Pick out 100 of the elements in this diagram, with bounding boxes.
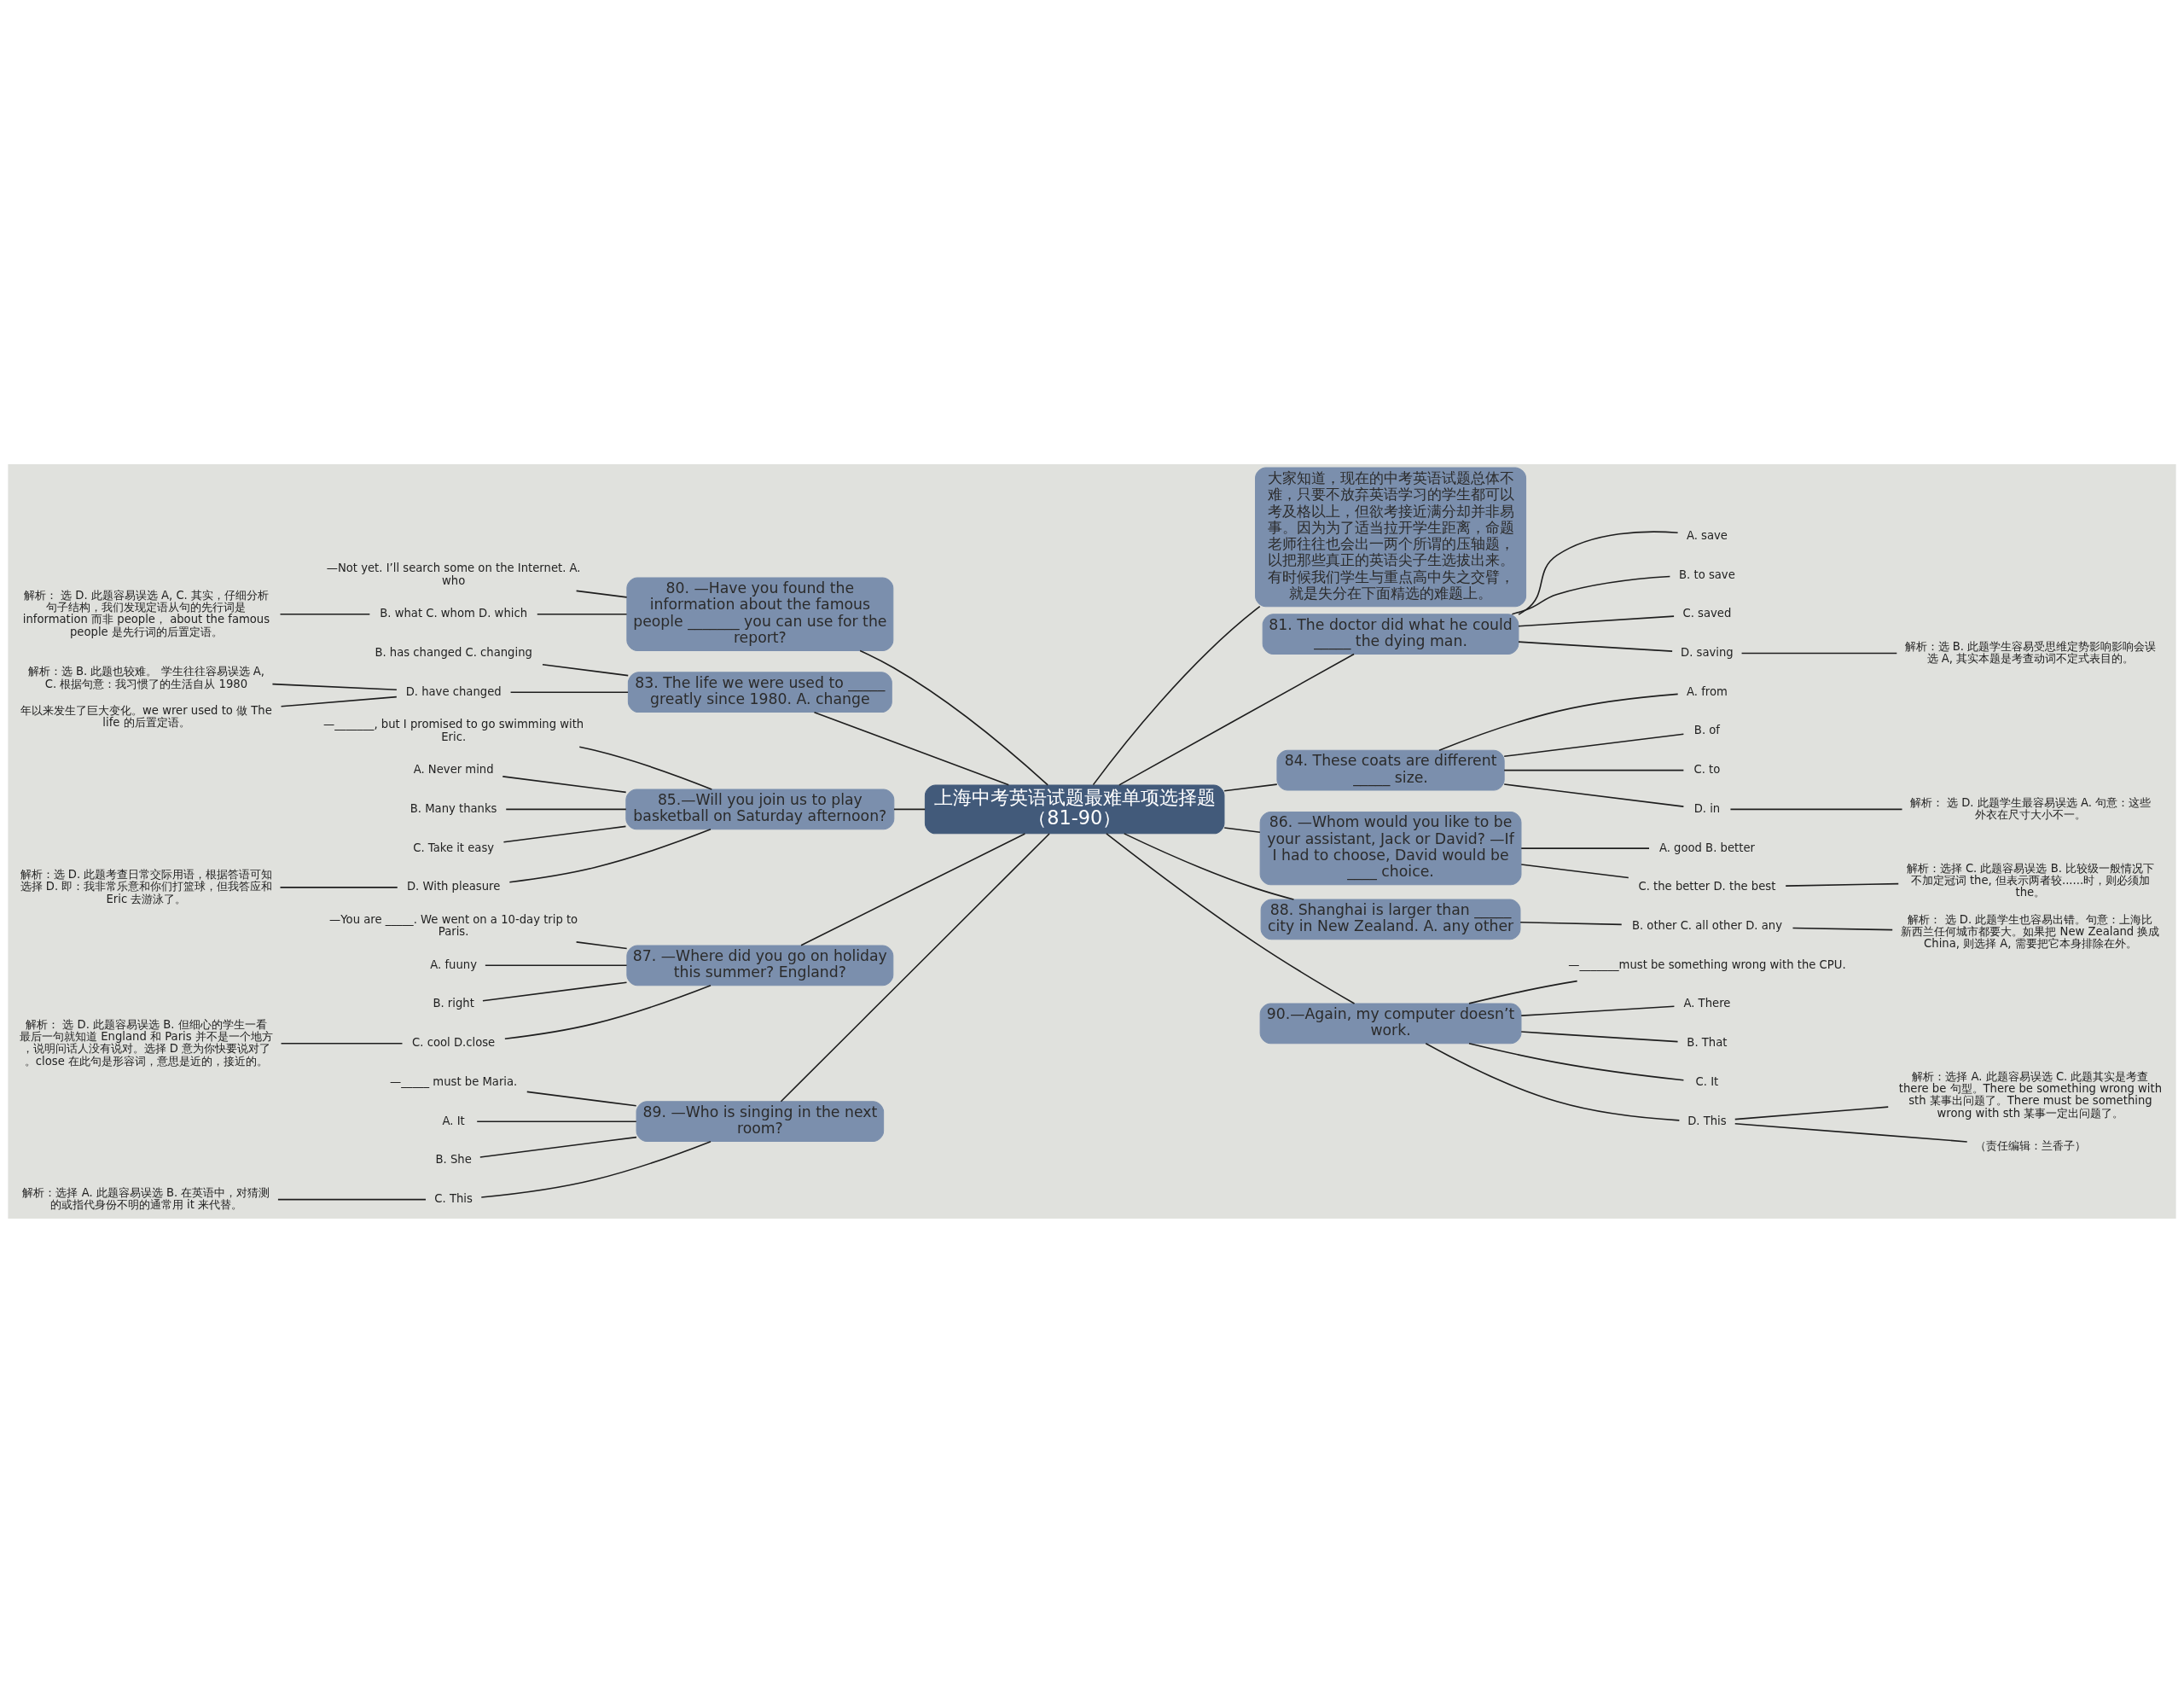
connector	[536, 613, 628, 615]
connector	[279, 886, 398, 888]
connector	[485, 964, 628, 966]
connector	[508, 828, 712, 882]
connector	[1468, 980, 1578, 1004]
connector	[1520, 1004, 1676, 1016]
connector	[893, 808, 926, 810]
node-text: D. With pleasure	[406, 879, 501, 893]
node-text: C. to	[1693, 762, 1721, 776]
connector	[480, 1140, 712, 1198]
node-text: 解析：选 D. 此题考查日常交际用语，根据答语可知选择 D. 即：我非常乐意和你们打篮球，但我答应和 Eric 去游泳了。	[20, 867, 273, 905]
connector	[1734, 1122, 1968, 1143]
node-box: 88. Shanghai is larger than _____ city in New Zealand. A. any other	[1260, 899, 1521, 940]
node-text: A. good B. better	[1658, 841, 1755, 854]
node-box: 86. —Whom would you like to be your assistant, Jack or David? —If I had to choose, David would be ____ choice.	[1259, 811, 1522, 885]
node-text: D. in	[1693, 801, 1721, 815]
node-text: A. There	[1683, 996, 1731, 1010]
node-box: 85.—Will you join us to play basketball on Saturday afternoon?	[625, 789, 895, 829]
connector	[271, 683, 398, 690]
node-text: C. Take it easy	[413, 841, 495, 854]
node-text: B. to save	[1679, 567, 1735, 581]
node-box: 87. —Where did you go on holiday this summer? England?	[626, 944, 894, 986]
node-text: D. This	[1687, 1114, 1727, 1127]
connector	[578, 745, 713, 790]
node-box: 上海中考英语试题最难单项选择题（81-90）	[924, 783, 1225, 834]
node-text: 解析：选 B. 此题也较难。 学生往往容易误选 A, C. 根据句意：我习惯了的生活自从 1980	[27, 664, 265, 690]
connector	[526, 1091, 637, 1107]
node-text: A. fuuny	[430, 957, 477, 971]
node-text: —_____ must be Maria.	[390, 1074, 518, 1088]
connector	[1740, 652, 1898, 654]
node-box: 89. —Who is singing in the next room?	[636, 1100, 885, 1142]
node-box: 80. —Have you found the information about the famous people _______ you can use for the report?	[626, 577, 894, 651]
node-text: C. saved	[1682, 606, 1732, 620]
node-box: 90.—Again, my computer doesn’t work.	[1259, 1003, 1522, 1044]
connector	[1520, 847, 1650, 849]
connector	[1438, 693, 1679, 751]
connector	[482, 981, 628, 1002]
connector	[509, 690, 629, 693]
connector	[1519, 921, 1623, 925]
node-text: C. It	[1695, 1074, 1719, 1088]
connector	[280, 695, 398, 707]
connector	[1503, 783, 1685, 807]
connector	[575, 940, 628, 949]
connector	[1734, 1105, 1890, 1120]
connector	[1123, 832, 1295, 900]
node-text: B. Many thanks	[410, 801, 497, 815]
connector	[1520, 863, 1629, 878]
node-text: B. She	[435, 1152, 472, 1166]
node-text: 年以来发生了巨大变化。we wrer used to 做 The life 的后置定语。	[20, 703, 272, 729]
connector	[1785, 882, 1900, 887]
node-text: —Not yet. I’ll search some on the Internet. A. who	[326, 561, 581, 587]
connector	[800, 832, 1026, 946]
connector	[502, 775, 627, 793]
connector	[502, 825, 627, 843]
node-text: B. has changed C. changing	[375, 645, 532, 659]
node-text: —_______, but I promised to go swimming with Eric.	[323, 717, 584, 743]
node-text: 解析：选择 A. 此题容易误选 B. 在英语中，对猜测的或指代身份不明的通常用 it 来代替。	[22, 1185, 270, 1211]
node-text: B. what C. whom D. which	[380, 606, 528, 620]
node-text: C. the better D. the best	[1638, 879, 1776, 893]
connector	[1792, 927, 1894, 930]
node-box: 81. The doctor did what he could _____ the dying man.	[1262, 613, 1519, 655]
node-text: B. other C. all other D. any	[1631, 918, 1782, 932]
node-text: B. right	[433, 996, 474, 1010]
node-text: 解析：选 B. 此题学生容易受思维定势影响影响会误选 A, 其实本题是考查动词不定式表目的。	[1904, 639, 2157, 665]
node-text: A. save	[1686, 528, 1728, 542]
node-text: D. have changed	[405, 684, 502, 698]
connector	[504, 984, 712, 1039]
connector	[1425, 1042, 1681, 1121]
connector	[1468, 1042, 1685, 1081]
node-text: 解析： 选 D. 此题容易误选 B. 但细心的学生一看最后一句就知道 England 和 Paris 并不是一个地方，说明问话人没有说对。选择 D 意为你快要说对了。close 在此句是形容词，意思是近的，接近的。	[20, 1017, 273, 1068]
node-text: C. This	[434, 1191, 473, 1205]
node-text: 解析： 选 D. 此题容易误选 A, C. 其实，仔细分析句子结构，我们发现定语从句的先行词是 information 而非 people， about the famous people 是先行词的后置定语。	[22, 588, 270, 638]
connector	[1518, 614, 1675, 627]
node-box: 83. The life we were used to _____ greatly since 1980. A. change	[627, 671, 892, 713]
connector	[505, 808, 627, 810]
connector	[780, 832, 1050, 1103]
connector	[1518, 530, 1679, 615]
node-text: A. Never mind	[413, 762, 494, 776]
connector	[813, 711, 1010, 786]
connector	[1092, 605, 1261, 785]
connector	[542, 663, 630, 676]
node-text: B. That	[1687, 1035, 1728, 1049]
node-text: B. of	[1693, 723, 1720, 736]
node-text: D. saving	[1681, 645, 1734, 659]
node-text: C. cool D.close	[412, 1035, 496, 1049]
connector	[476, 1120, 637, 1122]
connector	[1223, 783, 1278, 792]
connector	[1223, 826, 1261, 833]
connector	[280, 1042, 404, 1045]
node-text: A. from	[1686, 684, 1728, 698]
node-text: （责任编辑：兰香子）	[1974, 1138, 2086, 1152]
node-box: 84. These coats are different _____ size.	[1276, 749, 1505, 791]
connector	[1520, 1030, 1679, 1042]
connector	[1518, 640, 1673, 652]
node-text: —_______must be something wrong with the CPU.	[1568, 957, 1846, 971]
connector	[859, 649, 1048, 786]
node-box: 大家知道，现在的中考英语试题总体不难，只要不放弃英语学习的学生都可以考及格以上，但欲考接近满分却并非易事。因为为了适当拉开学生距离，命题老师往往也会出一两个所谓的压轴题，以把那些真正的英语尖子生选拔出来。有时候我们学生与重点高中失之交臂，就是失分在下面精选的难题上。	[1255, 467, 1527, 607]
connector	[1106, 832, 1356, 1004]
connector	[1503, 769, 1685, 771]
connector	[575, 590, 628, 598]
